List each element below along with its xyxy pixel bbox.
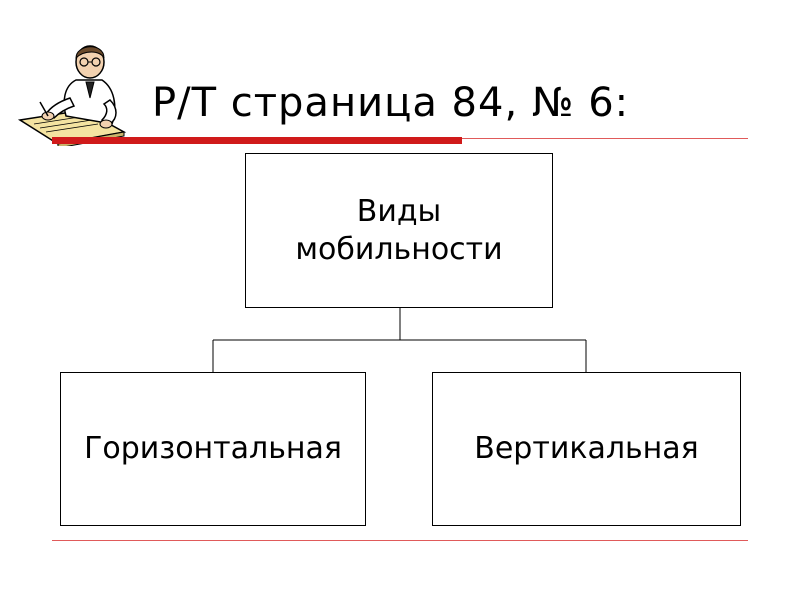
footer-rule [52,540,748,541]
scholar-writing-icon [14,40,154,146]
scholar-writing-svg [14,40,154,146]
node-vertical: Вертикальная [432,372,741,526]
node-root-line2: мобильности [295,231,502,269]
node-mobility-types-text: Виды мобильности [295,193,502,269]
node-mobility-types: Виды мобильности [245,153,553,308]
slide-title: Р/Т страница 84, № 6: [152,80,629,126]
node-vertical-label: Вертикальная [474,430,698,468]
title-underline-accent [52,137,462,144]
node-horizontal: Горизонтальная [60,372,366,526]
node-root-line1: Виды [295,193,502,231]
node-horizontal-label: Горизонтальная [84,430,342,468]
